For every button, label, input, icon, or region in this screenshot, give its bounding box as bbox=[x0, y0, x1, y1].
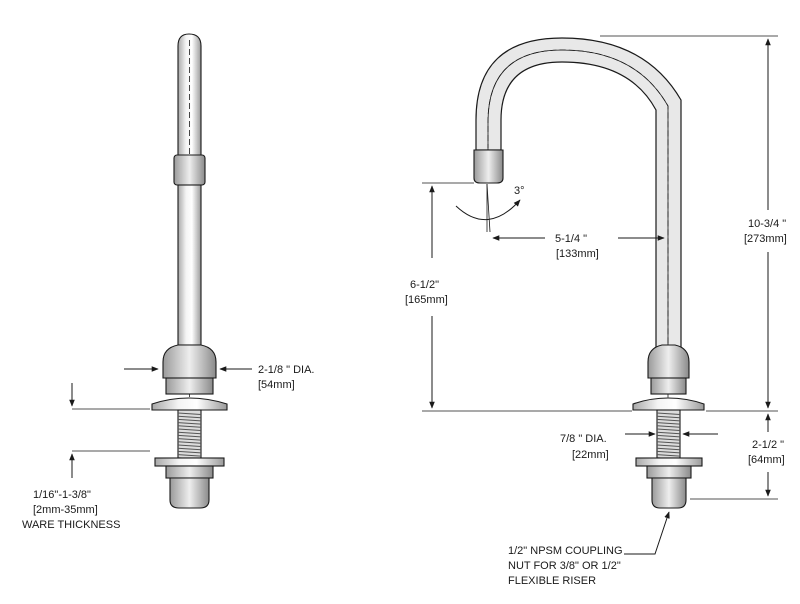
thread-line bbox=[656, 418, 681, 422]
thread-line bbox=[656, 422, 681, 425]
thread-line bbox=[177, 438, 202, 441]
overall-height-metric: [273mm] bbox=[744, 233, 787, 245]
side-view: 2-1/8 " DIA. [54mm] 1/16"-1-3/8" [2mm-35… bbox=[22, 33, 314, 531]
ware-thickness-metric: [2mm-35mm] bbox=[33, 504, 98, 516]
thread-line bbox=[656, 428, 681, 431]
shank-length-inch: 2-1/2 " bbox=[752, 439, 784, 451]
front-flange bbox=[632, 397, 705, 411]
thread-line bbox=[656, 425, 681, 428]
thread-line bbox=[177, 428, 202, 431]
coupling-note-line2: NUT FOR 3/8" OR 1/2" bbox=[508, 560, 621, 572]
thread-line bbox=[177, 418, 202, 422]
gooseneck-spout bbox=[475, 37, 682, 351]
thread-line bbox=[656, 441, 681, 444]
front-washer bbox=[635, 457, 703, 467]
spout-height-metric: [165mm] bbox=[405, 294, 448, 306]
overall-height-inch: 10-3/4 " bbox=[748, 218, 786, 230]
thread-line bbox=[656, 438, 681, 441]
shank-length-metric: [64mm] bbox=[748, 454, 785, 466]
thread-line bbox=[177, 447, 202, 451]
coupling-note-line3: FLEXIBLE RISER bbox=[508, 575, 596, 587]
shank-dia-inch: 7/8 " DIA. bbox=[560, 433, 607, 445]
thread-line bbox=[656, 447, 681, 451]
front-threaded-shank bbox=[656, 409, 681, 460]
side-lower-tube bbox=[177, 184, 202, 346]
side-threaded-shank bbox=[177, 409, 202, 460]
reach-inch: 5-1/4 " bbox=[555, 233, 587, 245]
thread-line bbox=[177, 431, 202, 435]
thread-line bbox=[177, 422, 202, 425]
ware-thickness-inch: 1/16"-1-3/8" bbox=[33, 489, 91, 501]
thread-line bbox=[177, 441, 202, 444]
ware-thickness-note: WARE THICKNESS bbox=[22, 519, 120, 531]
thread-line bbox=[656, 450, 681, 454]
thread-line bbox=[656, 454, 681, 457]
angle-label: 3° bbox=[514, 185, 525, 197]
side-flange bbox=[151, 397, 228, 411]
thread-line bbox=[177, 425, 202, 428]
thread-line bbox=[177, 412, 202, 415]
thread-line bbox=[656, 444, 681, 447]
side-body bbox=[162, 344, 217, 379]
side-lock-nut bbox=[165, 465, 214, 479]
side-washer bbox=[154, 457, 225, 467]
aerator-tip bbox=[473, 149, 504, 184]
thread-line bbox=[177, 444, 202, 447]
front-view: 3° 5-1/4 " [133mm] 6-1/2" [165mm] 10-3/4… bbox=[405, 35, 787, 587]
thread-line bbox=[656, 434, 681, 438]
thread-line bbox=[177, 454, 202, 457]
thread-line bbox=[177, 434, 202, 438]
thread-line bbox=[177, 415, 202, 419]
side-coupling-nut bbox=[169, 477, 210, 509]
side-collar bbox=[173, 154, 206, 186]
thread-line bbox=[656, 431, 681, 435]
thread-line bbox=[177, 450, 202, 454]
front-body bbox=[647, 344, 690, 379]
spout-height-inch: 6-1/2" bbox=[410, 279, 439, 291]
shank-dia-metric: [22mm] bbox=[572, 449, 609, 461]
front-lock-nut bbox=[646, 465, 692, 479]
thread-line bbox=[656, 415, 681, 419]
flange-dia-metric: [54mm] bbox=[258, 379, 295, 391]
reach-metric: [133mm] bbox=[556, 248, 599, 260]
coupling-note-line1: 1/2" NPSM COUPLING bbox=[508, 545, 623, 557]
flange-dia-inch: 2-1/8 " DIA. bbox=[258, 364, 314, 376]
thread-line bbox=[656, 412, 681, 415]
front-coupling-nut bbox=[651, 477, 687, 509]
